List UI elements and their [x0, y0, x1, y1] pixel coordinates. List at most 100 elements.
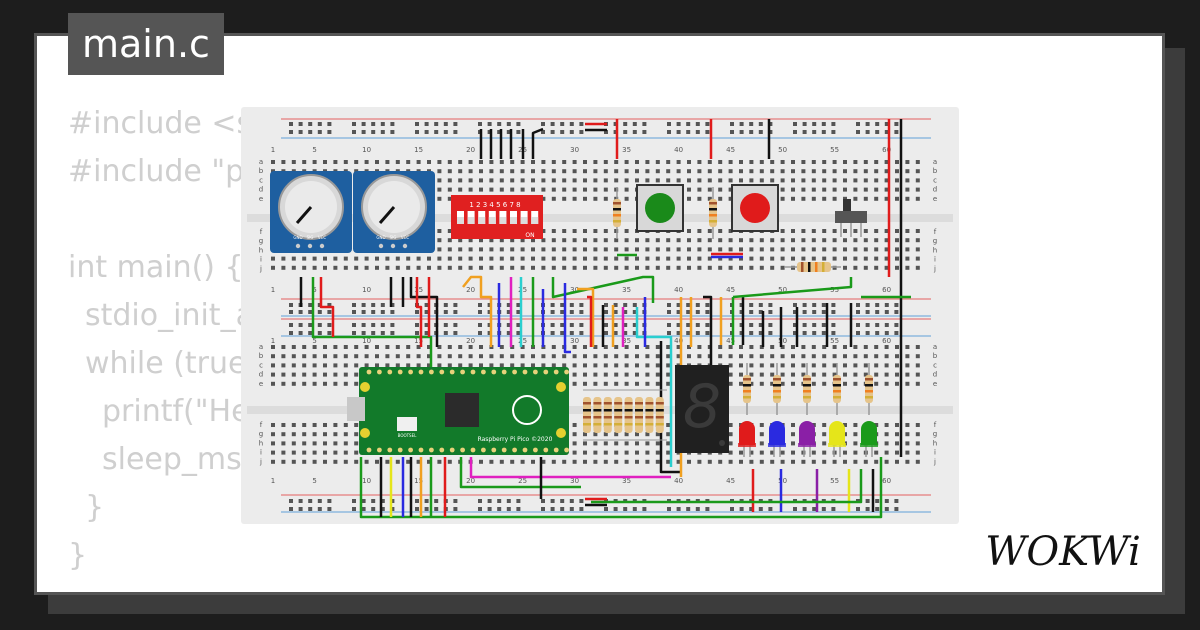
hole — [894, 310, 899, 314]
hole — [302, 450, 307, 455]
hole — [728, 432, 733, 437]
hole — [843, 169, 847, 174]
hole — [793, 507, 797, 511]
hole — [437, 363, 442, 368]
hole — [832, 196, 837, 201]
hole — [312, 372, 317, 377]
hole — [415, 331, 419, 335]
pico-pin — [377, 369, 382, 375]
row-letter: f — [260, 228, 263, 236]
hole — [281, 354, 286, 359]
led-resistor-band — [743, 396, 751, 399]
hole — [915, 196, 920, 201]
hole — [569, 303, 574, 307]
column-number: 15 — [414, 286, 423, 294]
hole — [707, 256, 712, 261]
hole — [487, 331, 492, 335]
hole — [443, 310, 448, 314]
hole — [655, 265, 660, 270]
hole — [667, 323, 671, 327]
hole — [895, 160, 899, 164]
hole — [739, 247, 743, 252]
hole — [687, 187, 691, 192]
hole — [884, 187, 889, 192]
hole — [645, 247, 650, 252]
hole — [434, 130, 439, 134]
hole — [541, 130, 545, 134]
hole — [623, 122, 628, 126]
hole — [614, 265, 619, 270]
hole — [780, 354, 785, 359]
hole — [655, 381, 660, 386]
hole — [437, 238, 442, 243]
hole — [468, 169, 473, 174]
hole — [489, 160, 494, 164]
hole — [705, 130, 710, 134]
hole — [333, 256, 338, 261]
hole — [780, 169, 785, 174]
hole — [281, 363, 286, 368]
hole — [380, 122, 385, 126]
hole — [560, 499, 565, 503]
hole — [821, 303, 826, 307]
column-number: 30 — [570, 477, 579, 485]
resistor-band — [645, 402, 654, 405]
hole — [603, 354, 608, 359]
hole — [666, 354, 671, 359]
hole — [749, 130, 754, 134]
hole — [811, 238, 816, 243]
hole — [569, 130, 574, 134]
hole — [458, 238, 463, 243]
hole — [853, 363, 858, 368]
hole — [895, 450, 899, 455]
column-number: 55 — [830, 286, 839, 294]
hole — [375, 354, 379, 359]
column-number: 30 — [570, 286, 579, 294]
hole — [666, 256, 671, 261]
pico-pin — [418, 369, 424, 375]
hole — [865, 331, 870, 335]
hole — [375, 345, 379, 349]
pico-pin — [553, 369, 559, 375]
pico-pin — [449, 447, 455, 453]
hole — [915, 423, 920, 427]
wire — [732, 277, 853, 299]
hole — [791, 178, 795, 183]
hole — [884, 169, 889, 174]
hole — [758, 323, 763, 327]
hole — [458, 363, 463, 368]
hole — [603, 178, 608, 183]
hole — [603, 256, 608, 261]
wire — [531, 127, 544, 159]
hole — [853, 459, 858, 464]
row-letter: j — [933, 458, 936, 466]
hole — [298, 499, 303, 503]
hole — [718, 265, 723, 270]
hole — [550, 323, 555, 327]
hole — [749, 238, 754, 243]
hole — [323, 450, 327, 455]
hole — [489, 178, 494, 183]
hole — [499, 247, 504, 252]
hole — [489, 363, 494, 368]
hole — [780, 247, 785, 252]
hole — [666, 381, 671, 386]
hole — [364, 459, 369, 464]
hole — [506, 499, 511, 503]
hole — [443, 331, 448, 335]
hole — [793, 303, 797, 307]
hole — [479, 160, 483, 164]
hole — [801, 354, 806, 359]
hole — [707, 229, 712, 233]
seven-segment-dp — [719, 440, 725, 446]
hole — [728, 381, 733, 386]
file-tab[interactable]: main.c — [68, 13, 224, 75]
hole — [780, 160, 785, 164]
hole — [884, 363, 889, 368]
hole — [758, 507, 763, 511]
resistor-band — [655, 423, 664, 426]
resistor-band — [645, 409, 654, 412]
hole — [323, 372, 327, 377]
hole — [802, 331, 807, 335]
